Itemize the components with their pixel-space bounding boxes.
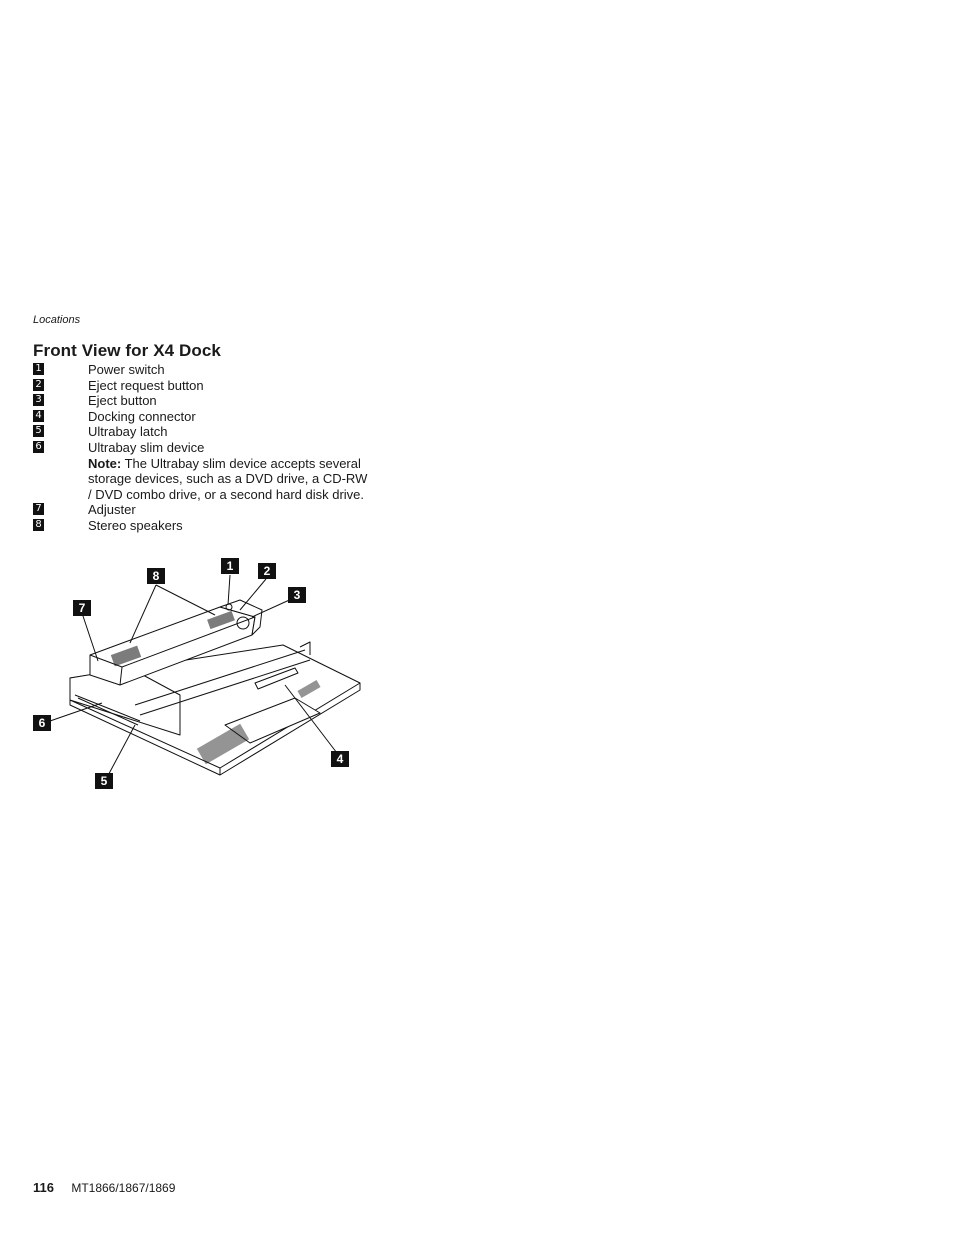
- legend-item: 3 Eject button: [33, 393, 373, 409]
- legend-label: Eject button: [88, 393, 157, 409]
- callout-number: 8: [33, 518, 44, 531]
- model-number: MT1866/1867/1869: [71, 1181, 176, 1195]
- legend-label: Adjuster: [88, 502, 136, 518]
- callout-3: 3: [288, 587, 306, 603]
- callout-number: 2: [33, 378, 44, 391]
- legend-item: 8 Stereo speakers: [33, 518, 373, 534]
- page-footer: 116 MT1866/1867/1869: [33, 1180, 175, 1195]
- callout-label: 4: [337, 752, 344, 766]
- callout-label: 3: [294, 588, 301, 602]
- legend-label: Ultrabay slim device: [88, 439, 205, 455]
- legend-label: Stereo speakers: [88, 517, 183, 533]
- dock-illustration: 1 2 3 4 5 6 7 8: [33, 558, 361, 789]
- callout-number: 4: [33, 409, 44, 422]
- power-switch-icon: [236, 616, 250, 630]
- legend-item: 4 Docking connector: [33, 409, 373, 425]
- legend-label: Eject request button: [88, 377, 204, 393]
- legend-item: 6 Ultrabay slim device: [33, 440, 373, 456]
- callout-1: 1: [221, 558, 239, 574]
- callout-4: 4: [331, 751, 349, 767]
- legend-item: 2 Eject request button: [33, 378, 373, 394]
- component-legend: 1 Power switch 2 Eject request button 3 …: [33, 362, 373, 534]
- callout-7: 7: [73, 600, 91, 616]
- callout-number: 7: [33, 503, 44, 516]
- note-text: The Ultrabay slim device accepts several…: [88, 455, 368, 502]
- callout-label: 8: [153, 569, 160, 583]
- legend-label: Power switch: [88, 362, 165, 377]
- callout-2: 2: [258, 563, 276, 579]
- callout-label: 2: [264, 564, 271, 578]
- callout-label: 5: [101, 774, 108, 788]
- callout-number: 3: [33, 394, 44, 407]
- docking-connector-shape: [254, 667, 299, 690]
- legend-label: Docking connector: [88, 408, 196, 424]
- running-head: Locations: [33, 314, 81, 326]
- note-block: Note: The Ultrabay slim device accepts s…: [88, 456, 373, 503]
- callout-label: 7: [79, 601, 86, 615]
- callout-label: 1: [227, 559, 234, 573]
- legend-item: 1 Power switch: [33, 362, 373, 378]
- callout-number: 1: [33, 363, 44, 375]
- callout-6: 6: [33, 715, 51, 731]
- callout-label: 6: [39, 716, 46, 730]
- callout-number: 6: [33, 440, 44, 453]
- legend-item: 7 Adjuster: [33, 502, 373, 518]
- power-module: [219, 599, 263, 636]
- callout-5: 5: [95, 773, 113, 789]
- legend-item: 5 Ultrabay latch: [33, 424, 373, 440]
- callout-8: 8: [147, 568, 165, 584]
- section-title: Front View for X4 Dock: [33, 341, 221, 360]
- legend-label: Ultrabay latch: [88, 424, 168, 440]
- callout-number: 5: [33, 425, 44, 438]
- page-number: 116: [33, 1180, 54, 1195]
- note-label: Note:: [88, 455, 122, 471]
